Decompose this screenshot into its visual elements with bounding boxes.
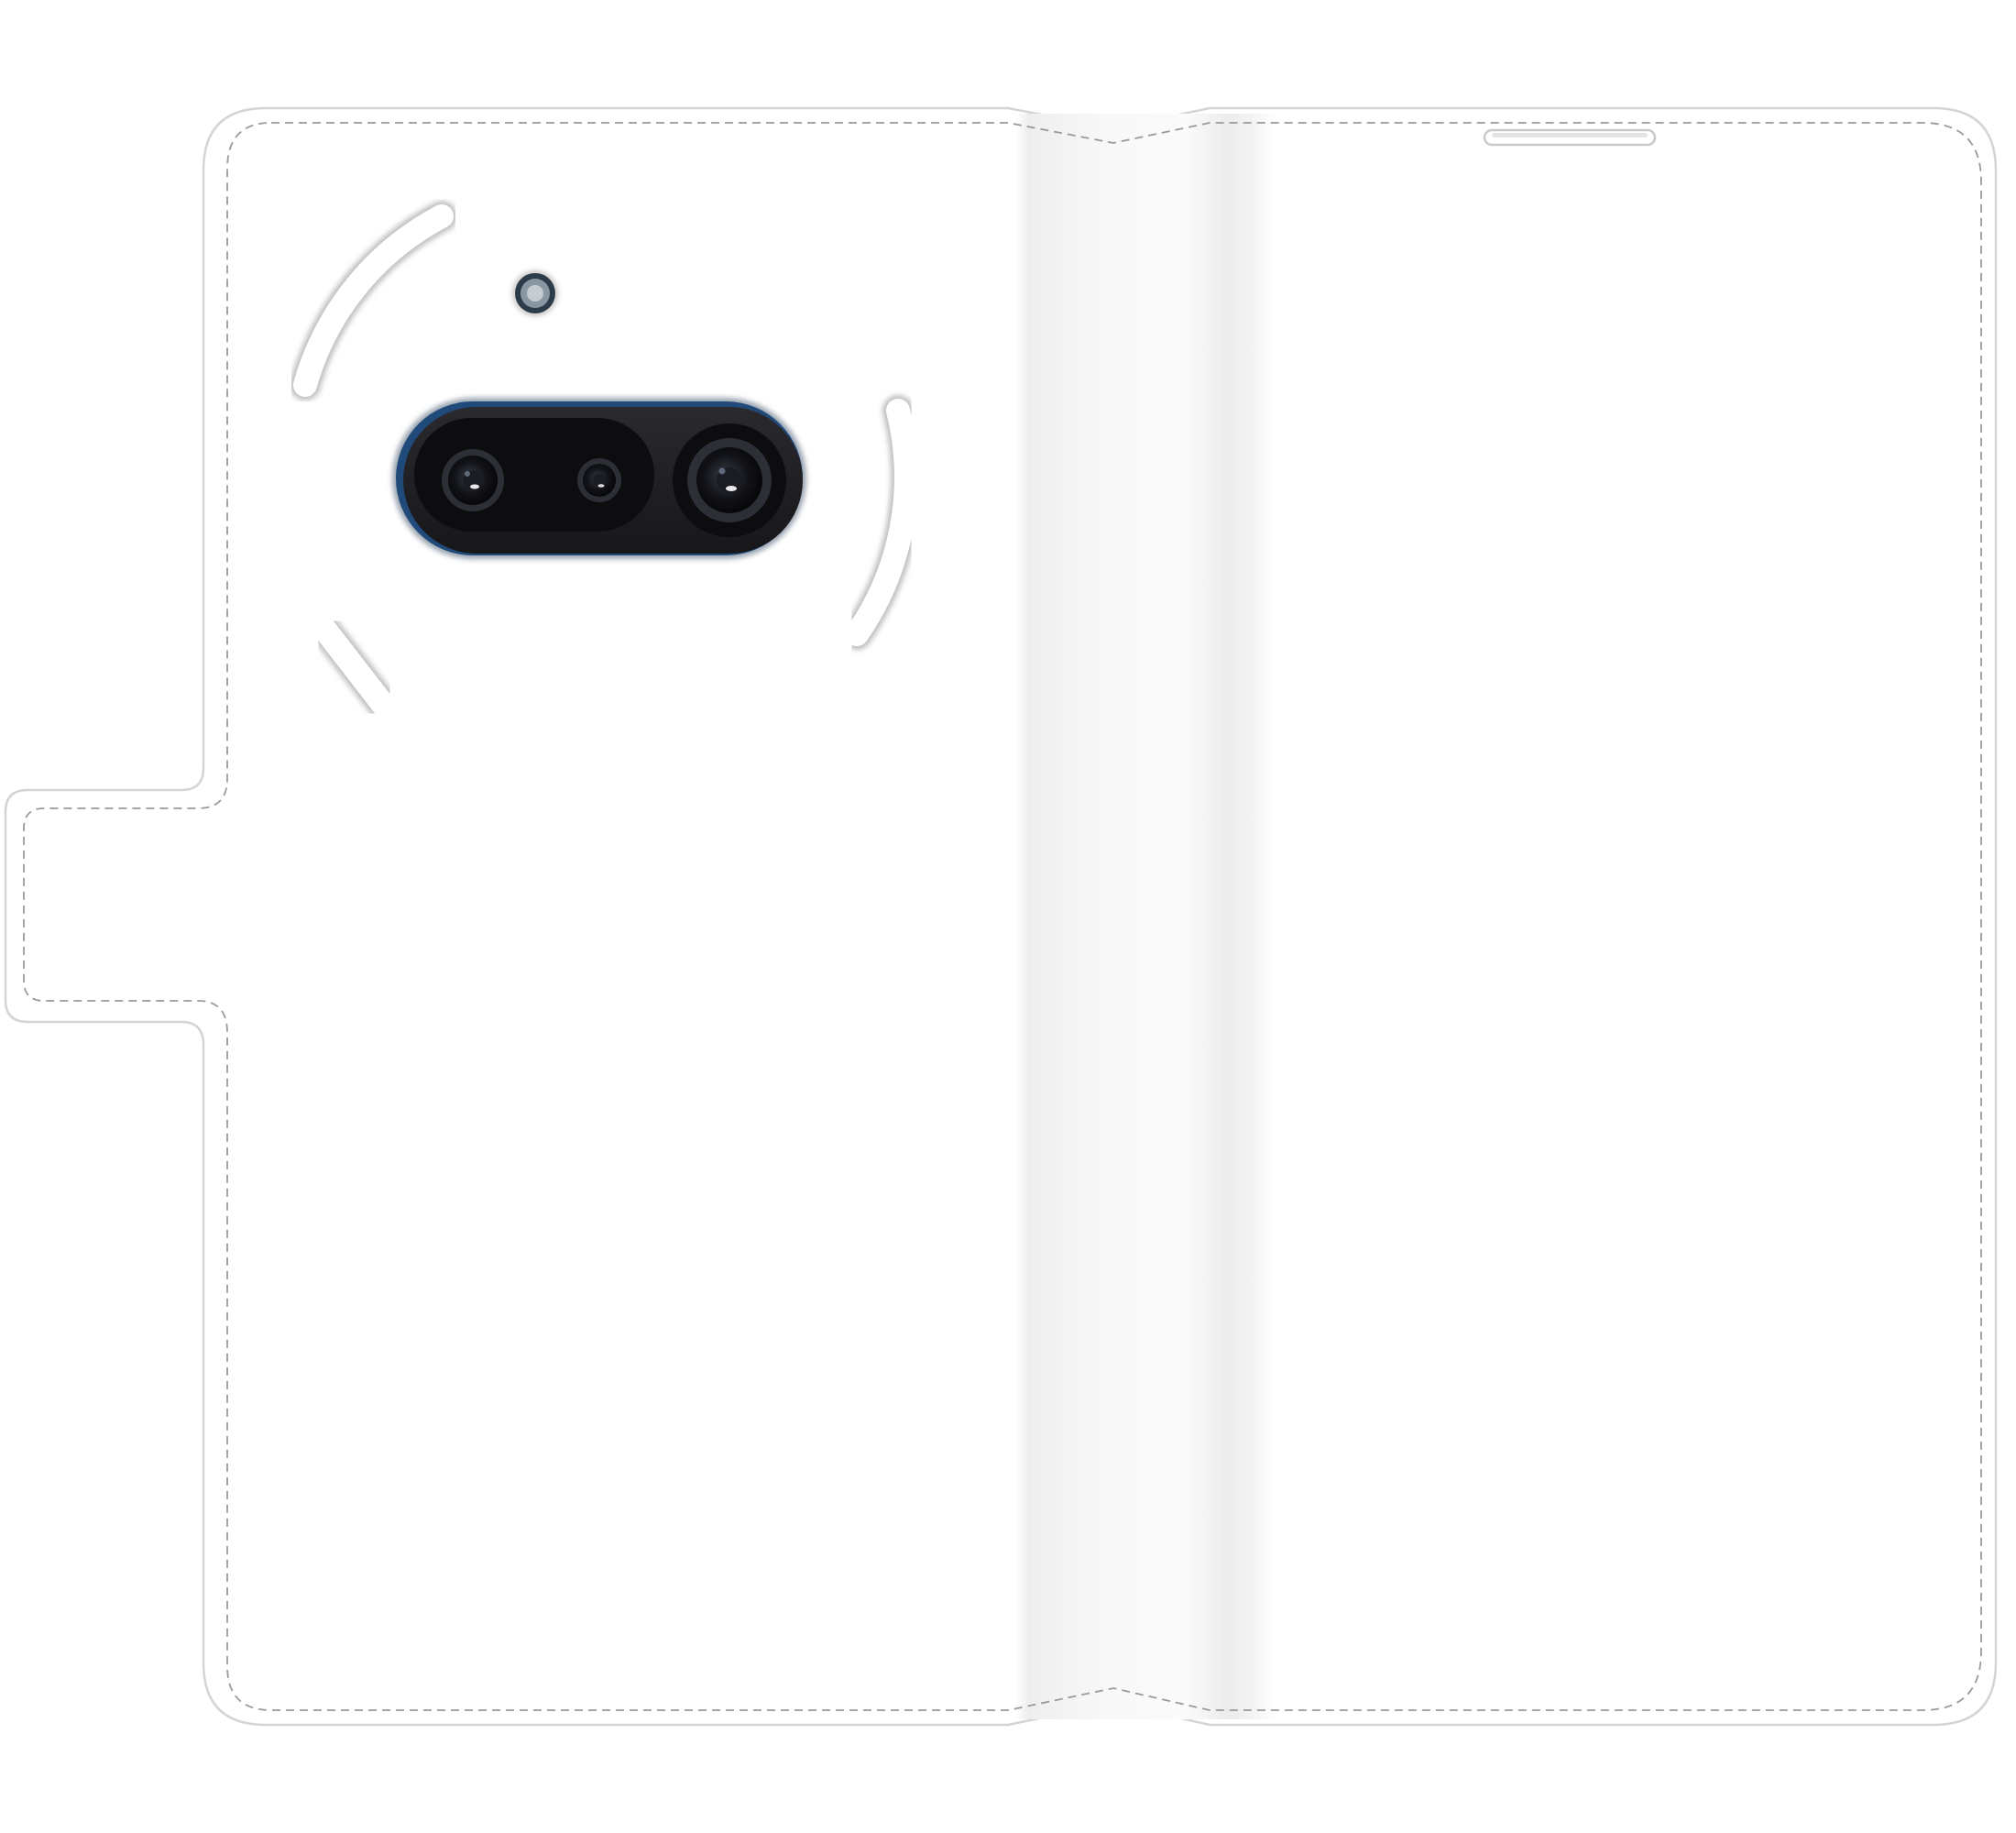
arc-slot-icon-right xyxy=(841,395,922,650)
dual-camera-island-icon xyxy=(392,398,806,559)
ultrawide-lens-icon xyxy=(687,438,772,522)
main-lens-icon xyxy=(442,449,504,511)
spine-shading xyxy=(1015,114,1276,1719)
flash-icon xyxy=(512,270,558,316)
arc-slot-icon-top-left xyxy=(290,201,457,401)
secondary-lens-icon xyxy=(577,458,621,502)
arc-slot-icon-bottom-left xyxy=(309,613,400,721)
earpiece-slot-icon xyxy=(1483,128,1657,147)
stitch-line xyxy=(23,122,1982,1711)
